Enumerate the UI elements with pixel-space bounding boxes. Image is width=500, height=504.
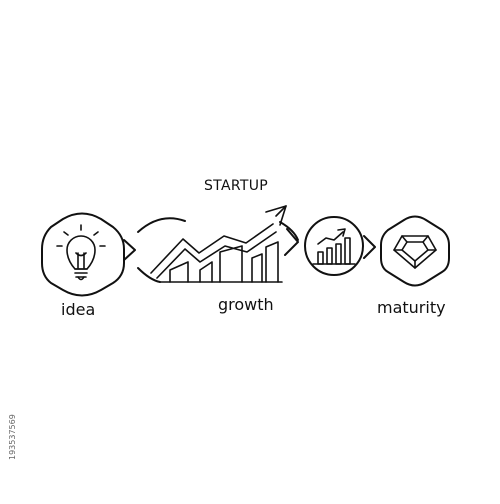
chevron-right-icon <box>123 239 136 261</box>
growth-left-arc-lower <box>137 267 161 283</box>
maturity-stage <box>380 215 450 287</box>
chevron-right-icon <box>363 235 376 259</box>
chart-circle-frame <box>304 216 364 276</box>
maturity-label: maturity <box>377 298 446 317</box>
stock-id-watermark: 193537569 <box>8 414 17 461</box>
diamond-icon <box>393 235 437 269</box>
growth-label: growth <box>218 295 274 314</box>
idea-label: idea <box>61 300 96 319</box>
growth-left-arc <box>137 217 186 233</box>
chart-circle-stage <box>304 216 364 276</box>
growth-right-chevron <box>284 228 299 256</box>
diagram-title: STARTUP <box>204 178 268 194</box>
idea-stage <box>41 212 125 297</box>
growth-right-arc <box>279 221 299 241</box>
maturity-hexagon-frame <box>380 215 450 287</box>
rising-bar-chart-icon <box>150 205 287 283</box>
idea-hexagon-frame <box>41 212 125 297</box>
growth-stage <box>137 205 299 283</box>
light-bulb-icon <box>56 224 106 281</box>
stock-id-text: 193537569 <box>8 414 17 460</box>
bar-chart-icon <box>312 228 356 265</box>
